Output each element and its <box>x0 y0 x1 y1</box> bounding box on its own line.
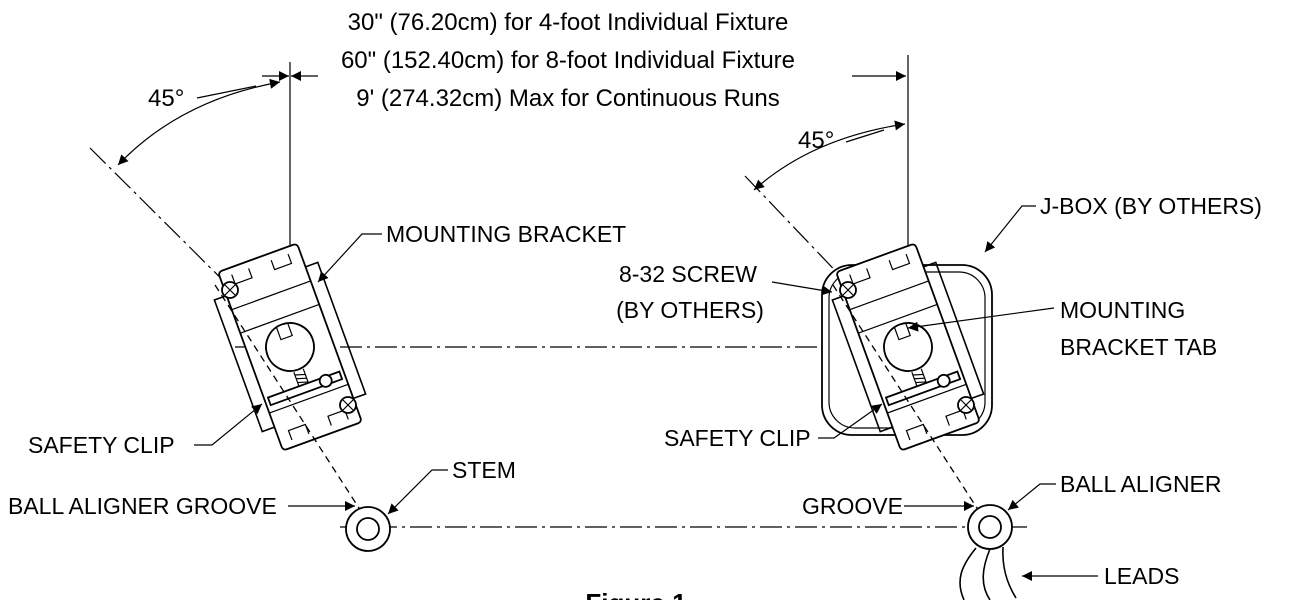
groove-label: GROOVE <box>802 493 903 519</box>
screw-label-line2: (BY OTHERS) <box>616 297 764 323</box>
right-angle-arc <box>753 120 906 191</box>
right-angle-leader <box>845 129 885 143</box>
jbox-leader <box>984 205 1036 253</box>
leads-label: LEADS <box>1104 563 1179 589</box>
figure-caption: Figure 1 <box>585 588 686 600</box>
stem-label: STEM <box>452 457 516 483</box>
safety-clip-right-leader <box>818 403 883 439</box>
lead-wire-3 <box>1002 546 1017 599</box>
lead-wire-1 <box>959 547 977 600</box>
screw-leader <box>771 281 833 296</box>
left-bracket-screw-bottom <box>339 396 357 414</box>
lead-wire-2 <box>982 548 991 600</box>
right-angle-label: 45° <box>798 127 834 154</box>
left-bracket-screw-top <box>221 281 239 299</box>
left-angle-leader <box>196 85 257 99</box>
left-mounting-bracket <box>204 238 376 456</box>
safety-clip-left-label: SAFETY CLIP <box>28 432 175 458</box>
dimension-line-2: 60" (152.40cm) for 8-foot Individual Fix… <box>341 47 795 74</box>
dimension-line-1: 30" (76.20cm) for 4-foot Individual Fixt… <box>348 9 789 36</box>
dimension-line-3: 9' (274.32cm) Max for Continuous Runs <box>356 85 779 112</box>
safety-clip-right-label: SAFETY CLIP <box>664 425 811 451</box>
ball-aligner-groove-label: BALL ALIGNER GROOVE <box>8 493 277 519</box>
left-angle-label: 45° <box>148 85 184 112</box>
left-angle-arc <box>117 78 281 166</box>
bracket-tab-label-line2: BRACKET TAB <box>1060 334 1217 360</box>
right-bracket-screw-top <box>839 281 857 299</box>
right-bracket-screw-bottom <box>957 396 975 414</box>
safety-clip-left-leader <box>194 403 263 446</box>
ball-aligner-leader <box>1007 483 1056 511</box>
bracket-tab-leader <box>907 307 1055 332</box>
stem-leader <box>387 469 448 515</box>
mounting-bracket-leader <box>317 233 382 283</box>
bracket-tab-label-line1: MOUNTING <box>1060 297 1185 323</box>
jbox-label: J-BOX (BY OTHERS) <box>1040 193 1262 219</box>
mounting-bracket-label: MOUNTING BRACKET <box>386 221 626 247</box>
right-ball-aligner-inner <box>978 515 1002 539</box>
left-angle-line <box>89 147 291 348</box>
screw-label-line1: 8-32 SCREW <box>619 261 757 287</box>
ball-aligner-label: BALL ALIGNER <box>1060 471 1222 497</box>
left-stem-inner <box>356 517 380 541</box>
